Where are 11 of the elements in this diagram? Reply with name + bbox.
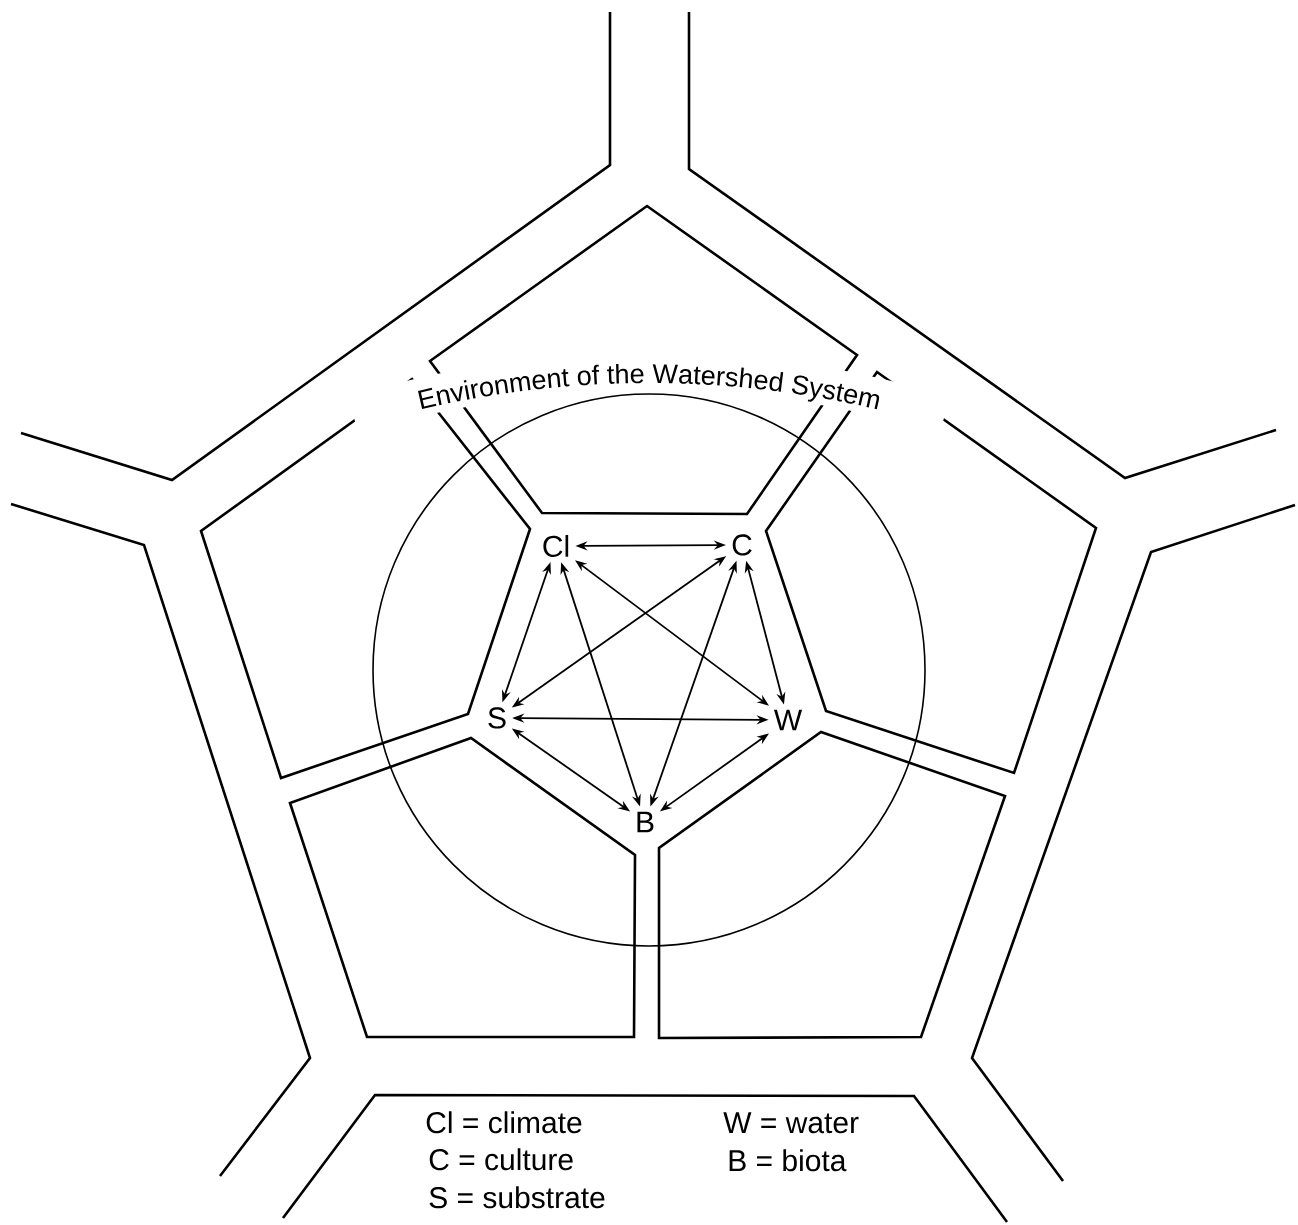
node-letter: S [488,707,506,729]
node-letter: W [774,709,803,731]
node-letter: Cl [543,534,569,557]
key-text: S = substrate [429,1186,605,1209]
key-text: C = culture [429,1148,573,1171]
node-letter: C [732,534,752,556]
curved-label: Environment of the Watershed System [348,352,950,434]
key-text: W = water [723,1112,859,1134]
key-text: Cl = climate [426,1111,582,1134]
key-text: B = biota [729,1149,847,1172]
node-letter: B [637,811,654,833]
